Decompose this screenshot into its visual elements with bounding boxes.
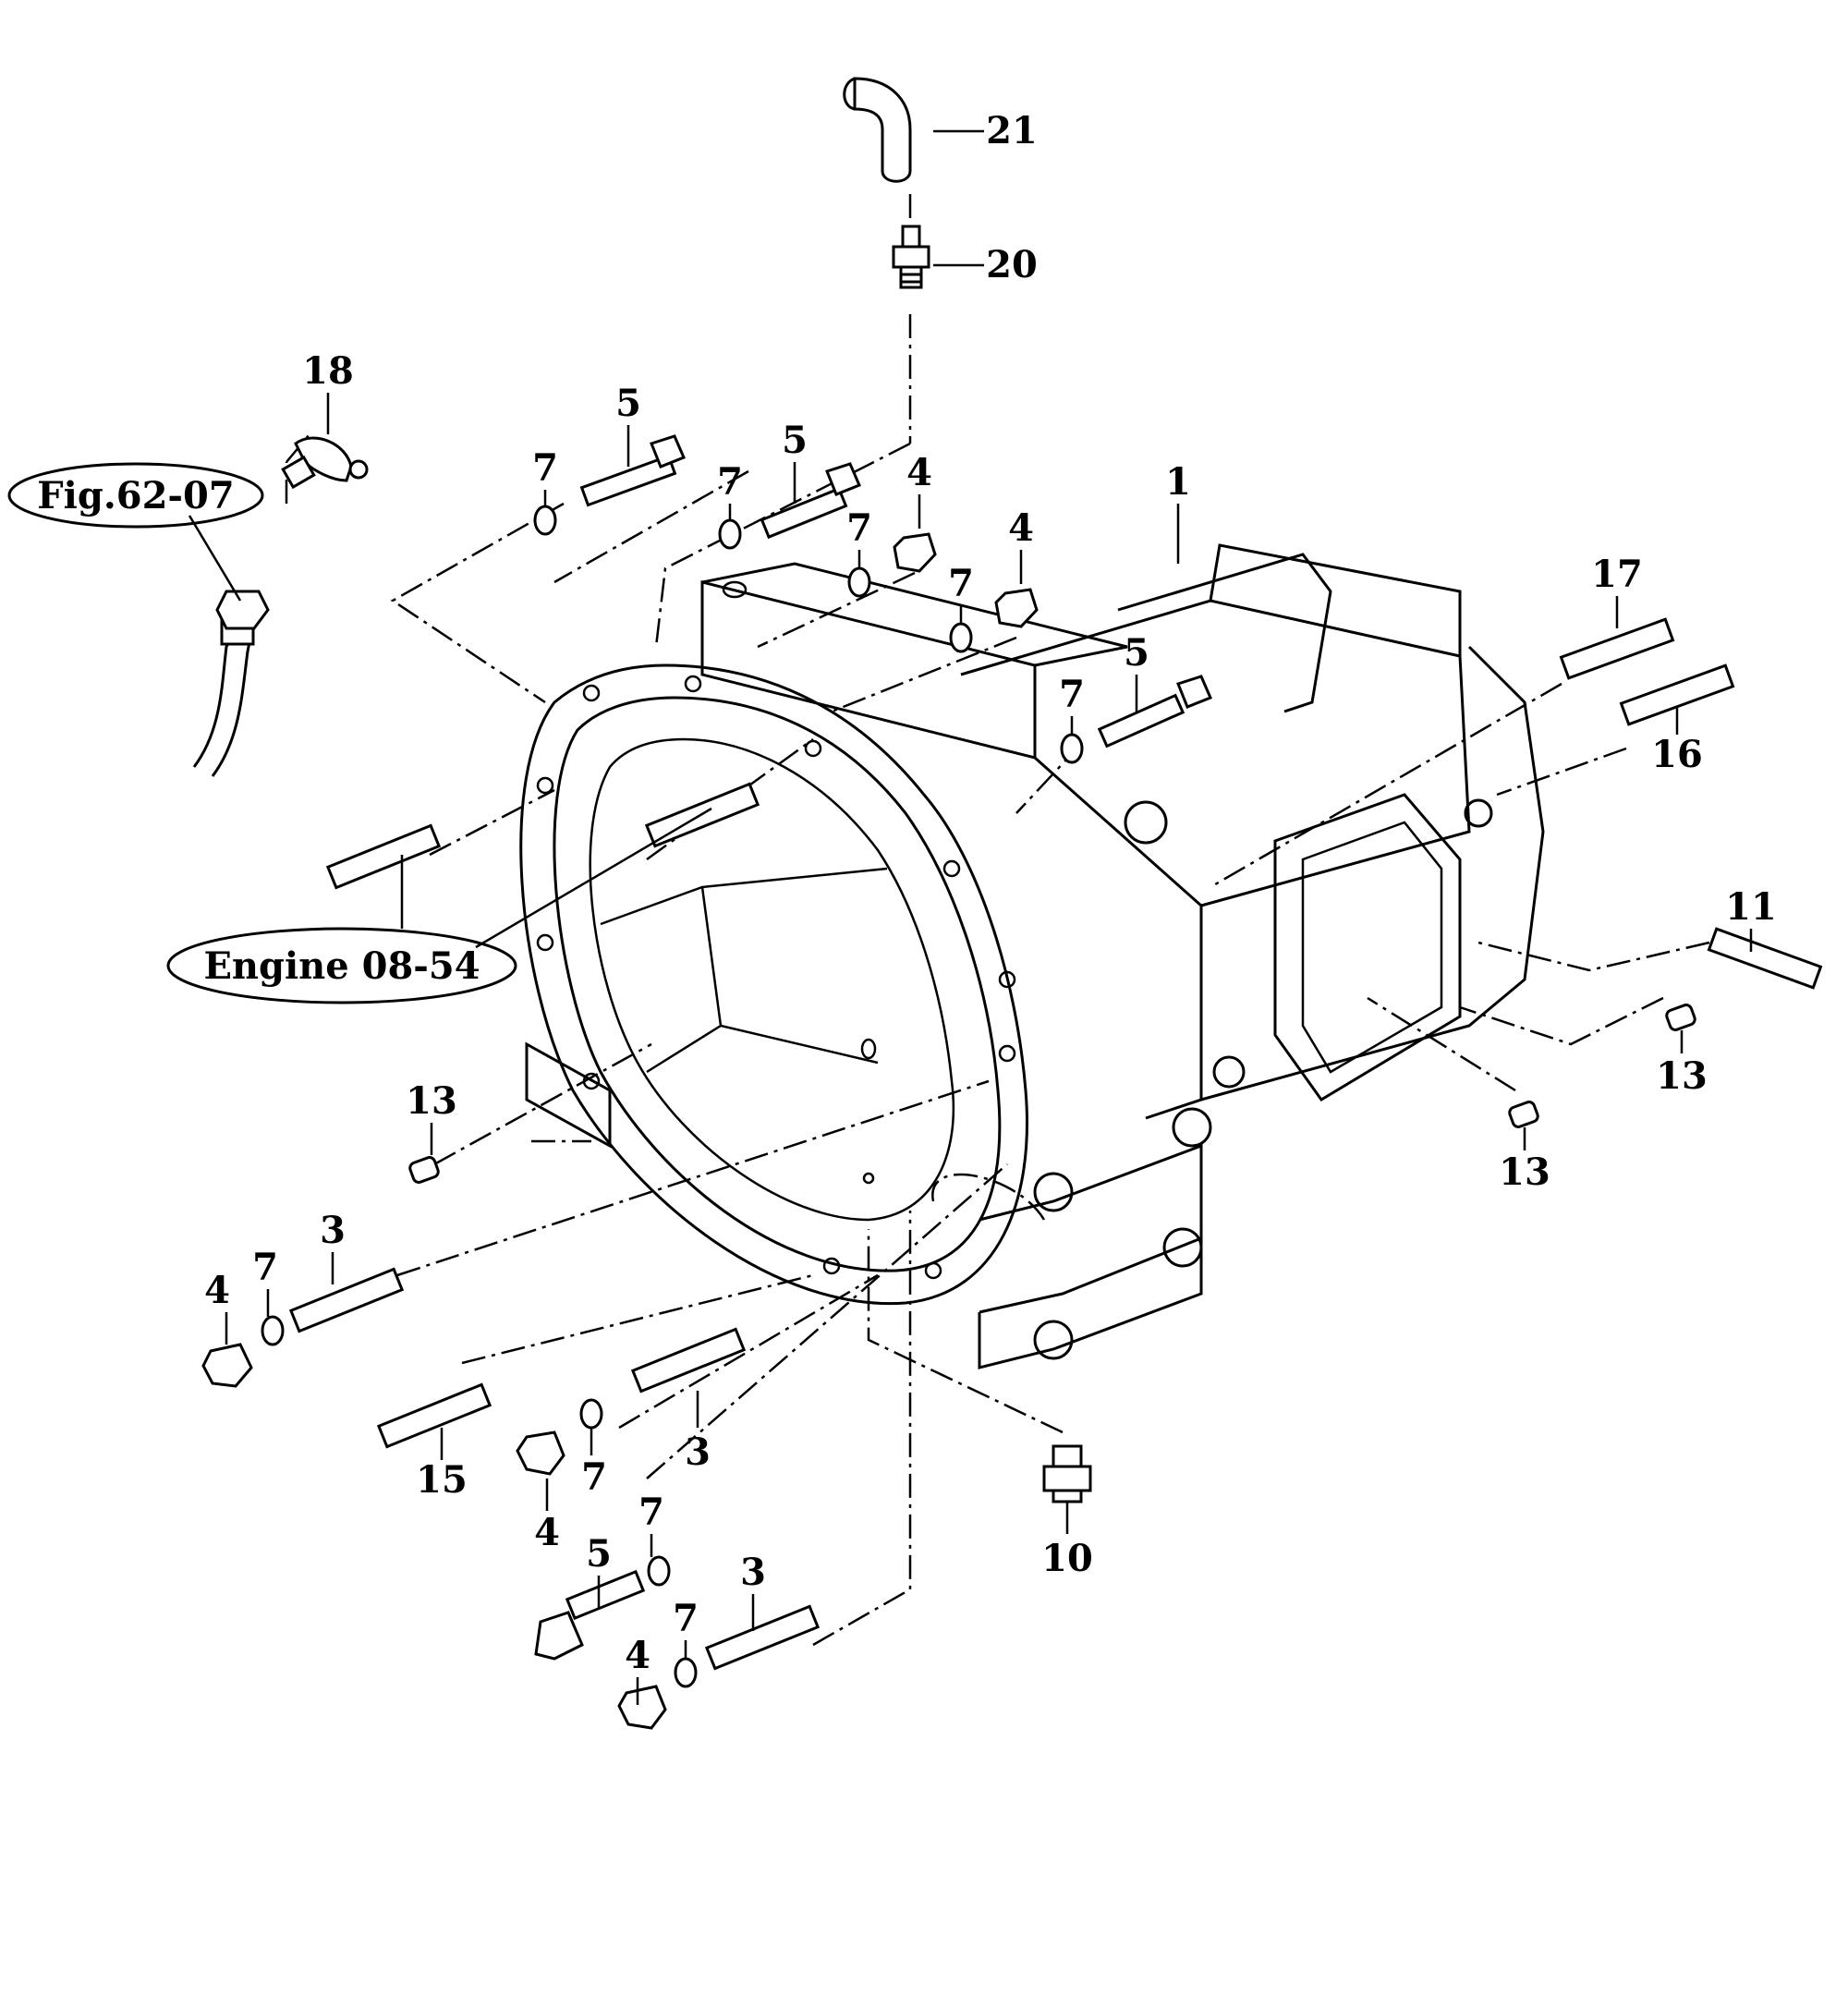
callout-5-a: 5 xyxy=(615,382,641,425)
callout-7-e: 7 xyxy=(1059,673,1085,716)
callout-7-h: 7 xyxy=(638,1491,664,1534)
callout-20: 20 xyxy=(986,243,1038,286)
callout-7-c: 7 xyxy=(846,506,872,550)
fig-ref-label: Fig.62-07 xyxy=(37,474,234,517)
callout-13-c: 13 xyxy=(406,1079,457,1123)
callout-15: 15 xyxy=(416,1458,468,1502)
part-18-elbow xyxy=(281,436,369,490)
callout-10: 10 xyxy=(1041,1537,1093,1580)
assembly-lines xyxy=(285,194,1710,1647)
callout-13-a: 13 xyxy=(1656,1054,1708,1098)
callout-18: 18 xyxy=(302,349,354,393)
fig-ref-ellipse xyxy=(7,462,264,529)
callout-7-b: 7 xyxy=(717,460,743,504)
callout-7-g: 7 xyxy=(581,1455,607,1499)
engine-ref: Engine 08-54 xyxy=(166,927,517,1004)
part-20-fitting xyxy=(892,225,930,289)
callout-3-a: 3 xyxy=(320,1209,346,1252)
callout-labels: 21 20 18 5 5 7 7 4 7 4 7 1 7 5 17 16 11 … xyxy=(204,109,1777,1677)
callout-7-i: 7 xyxy=(673,1597,699,1640)
callout-1: 1 xyxy=(1165,460,1191,504)
callout-3-c: 3 xyxy=(740,1551,766,1594)
callout-11: 11 xyxy=(1725,885,1777,929)
fasteners xyxy=(201,434,1823,1730)
fig-ref: Fig.62-07 xyxy=(7,462,264,529)
callout-5-c: 5 xyxy=(1124,631,1149,675)
leader-lines xyxy=(188,129,1753,1705)
part-21-hose xyxy=(843,77,912,183)
callout-5-d: 5 xyxy=(586,1532,612,1576)
hose-assembly xyxy=(192,590,270,777)
callout-7-a: 7 xyxy=(532,446,558,490)
callout-7-f: 7 xyxy=(252,1246,278,1289)
callout-4-d: 4 xyxy=(534,1511,560,1554)
callout-4-a: 4 xyxy=(906,451,932,494)
engine-ref-ellipse xyxy=(166,927,517,1004)
callout-21: 21 xyxy=(986,109,1038,152)
engine-ref-label: Engine 08-54 xyxy=(203,944,480,988)
transmission-housing xyxy=(519,543,1545,1369)
callout-4-c: 4 xyxy=(204,1269,230,1312)
callout-17: 17 xyxy=(1591,553,1643,596)
callout-3-b: 3 xyxy=(685,1430,711,1474)
callout-4-e: 4 xyxy=(625,1634,650,1677)
callout-16: 16 xyxy=(1651,733,1703,776)
callout-5-b: 5 xyxy=(782,419,808,462)
callout-7-d: 7 xyxy=(948,562,974,605)
callout-13-b: 13 xyxy=(1499,1150,1550,1194)
callout-4-b: 4 xyxy=(1008,506,1034,550)
